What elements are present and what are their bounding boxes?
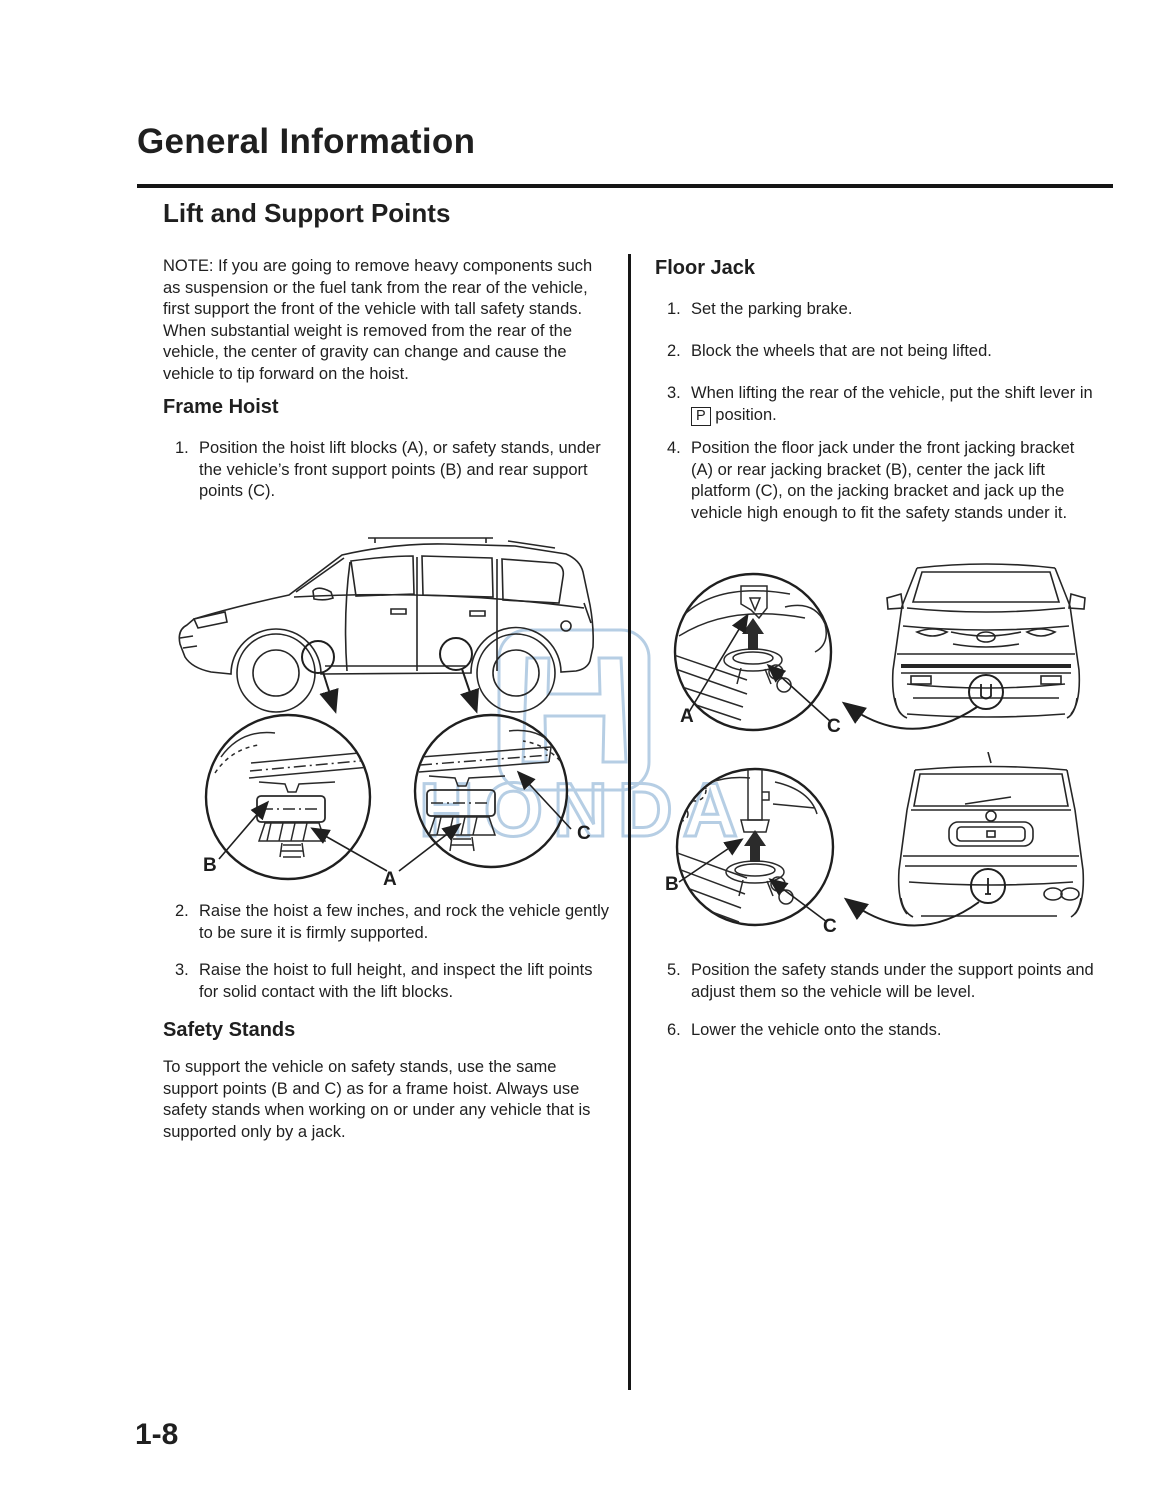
suv-front-view [886,563,1086,719]
section-title: Lift and Support Points [163,198,451,228]
page-number: 1-8 [135,1418,179,1451]
label-b: B [203,855,217,876]
detail-circle-rear-point [439,637,473,671]
closeup-circle-rear-jack [675,767,835,927]
front-jack-callout: A C [680,613,1004,737]
front-liftpoint-closeup [214,731,370,858]
safety-stands-paragraph: To support the vehicle on safety stands,… [163,1058,591,1141]
shift-position-p-box: P [691,406,711,426]
label-b: B [665,874,679,895]
note-paragraph: NOTE: If you are going to remove heavy c… [163,257,593,383]
step-text: Raise the hoist to full height, and insp… [199,961,593,1001]
step-number: 3. [175,961,189,979]
step-number: 6. [667,1021,681,1039]
honda-h-logo [497,628,651,792]
floor-jack-heading: Floor Jack [655,257,756,279]
floor-jack-step-4: 4. Position the floor jack under the fro… [655,438,1097,524]
step-number: 3. [667,384,681,402]
title-rule [137,184,1113,188]
step-text: Block the wheels that are not being lift… [691,342,992,360]
frame-hoist-step-3: 3. Raise the hoist to full height, and i… [163,960,613,1003]
column-divider [628,254,631,1390]
detail-circle-front-point [301,640,335,674]
step-number: 4. [667,439,681,457]
frame-hoist-step-2: 2. Raise the hoist a few inches, and roc… [163,901,613,944]
label-c: C [823,916,837,937]
floor-jack-step-6: 6. Lower the vehicle onto the stands. [655,1020,1097,1042]
step-number: 5. [667,961,681,979]
step-number: 2. [175,902,189,920]
step-text: Position the floor jack under the front … [691,439,1075,522]
step-text: Position the hoist lift blocks (A), or s… [199,439,601,500]
callout-circles [204,637,569,881]
closeup-circle-front-jack [673,572,833,732]
step-number: 1. [175,439,189,457]
step-text: When lifting the rear of the vehicle, pu… [691,384,1093,426]
step-text: Lower the vehicle onto the stands. [691,1021,942,1039]
diagram-labels: B A C [203,770,591,890]
closeup-circle-front [204,713,372,881]
step-text: Position the safety stands under the sup… [691,961,1094,1001]
step-text: Set the parking brake. [691,300,853,318]
tow-hook-circle [968,674,1004,710]
rear-hook-circle [970,868,1006,904]
step-number: 1. [667,300,681,318]
label-c: C [827,716,841,737]
floor-jack-step-1: 1. Set the parking brake. [655,299,1097,321]
rear-jack-callout: B C [665,838,1006,937]
floor-jack-step-2: 2. Block the wheels that are not being l… [655,341,1097,363]
suv-rear-view [897,752,1085,918]
frame-hoist-step-1: 1. Position the hoist lift blocks (A), o… [163,438,613,503]
floor-jack-step-5: 5. Position the safety stands under the … [655,960,1097,1003]
side-view-lift-points-diagram: B A C [178,537,594,890]
rear-liftpoint-closeup [418,729,566,852]
frame-hoist-heading: Frame Hoist [163,396,279,418]
safety-stands-heading: Safety Stands [163,1019,296,1041]
label-c: C [577,823,591,844]
front-jacking-bracket-diagram: A C [673,563,1086,737]
label-a: A [383,869,397,890]
suv-side-view [178,537,594,713]
step-text: Raise the hoist a few inches, and rock t… [199,902,609,942]
rear-jacking-bracket-diagram: B C [665,752,1085,937]
step-number: 2. [667,342,681,360]
page-title: General Information [137,122,476,161]
floor-jack-step-3: 3. When lifting the rear of the vehicle,… [655,383,1097,426]
label-a: A [680,706,694,727]
rear-jack-closeup [677,769,818,923]
closeup-circle-rear [413,713,569,869]
